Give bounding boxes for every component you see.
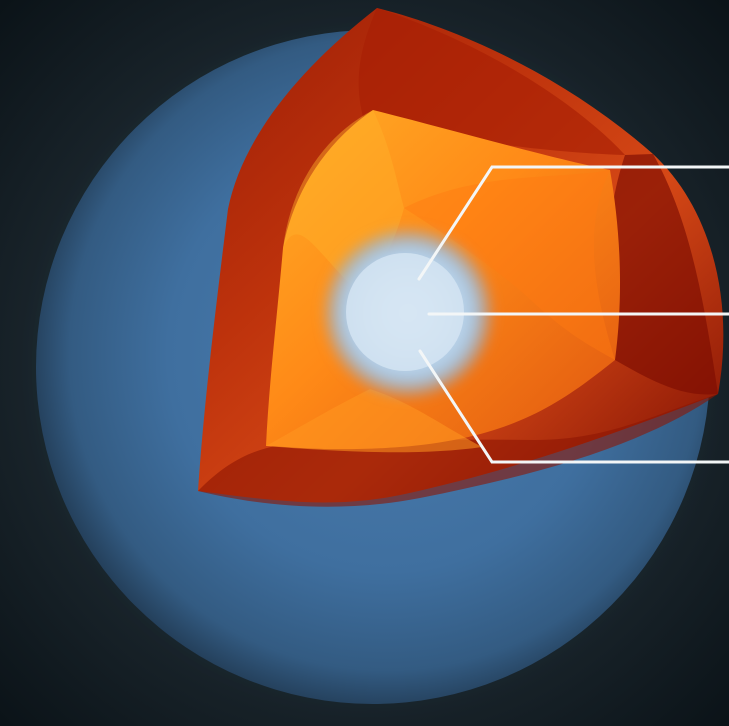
planet-core — [346, 253, 464, 371]
